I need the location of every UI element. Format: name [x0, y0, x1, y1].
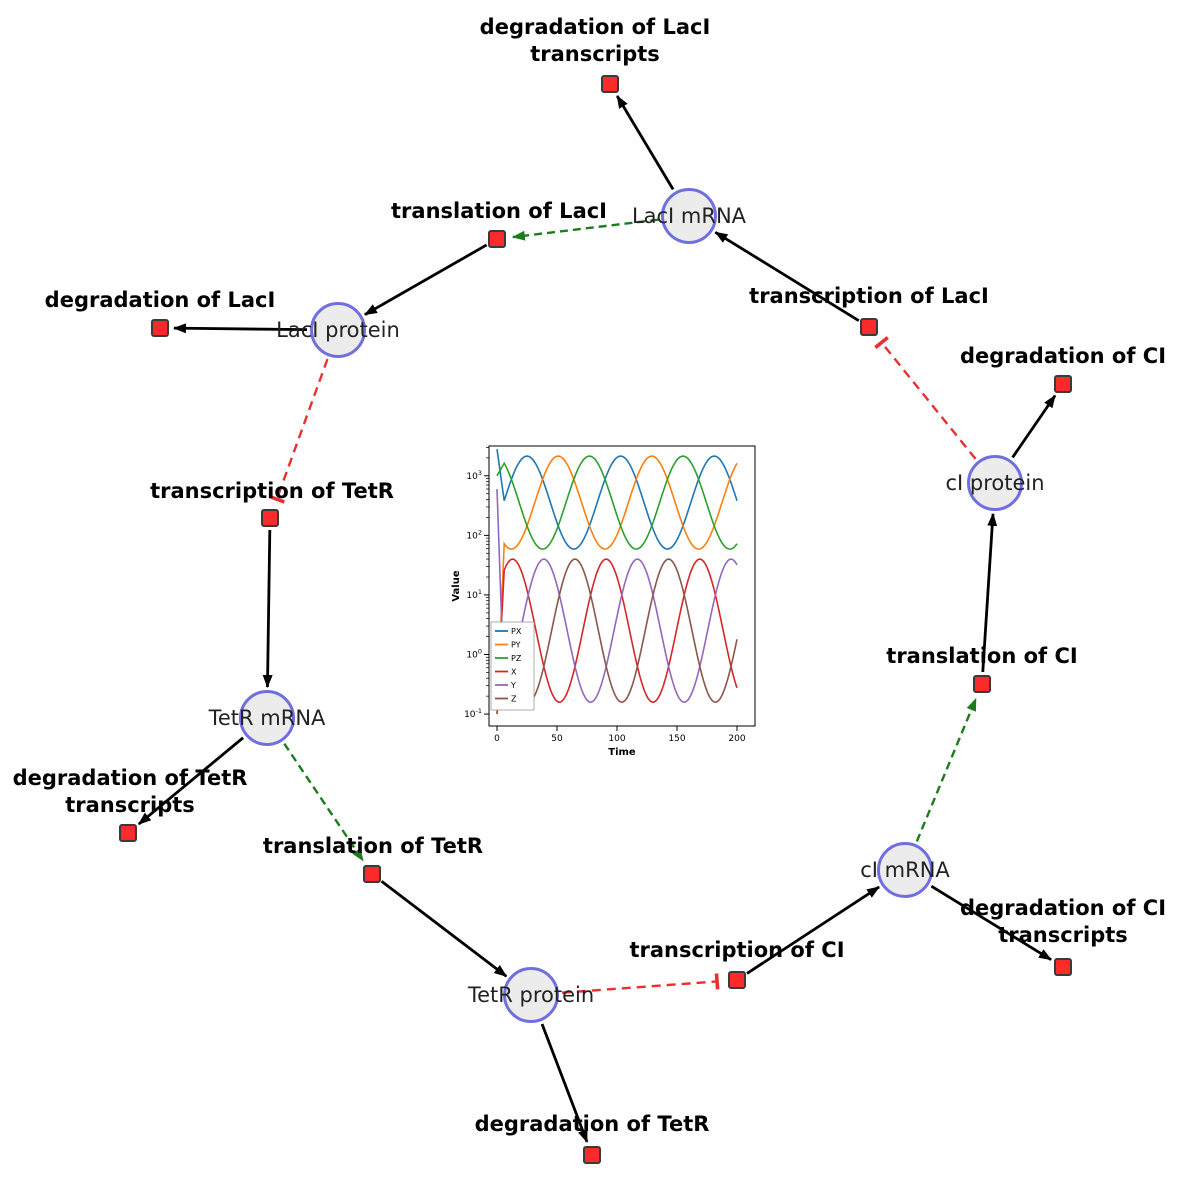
reaction-node-transc_lacI[interactable]	[860, 318, 878, 336]
edge-modifier-tetR_mRNA-transl_tetR	[283, 743, 365, 862]
reaction-label-deg_tetR: degradation of TetR	[474, 1112, 710, 1136]
series-line-Y	[496, 488, 738, 704]
reaction-node-deg_lacI[interactable]	[151, 319, 169, 337]
reaction-node-transl_cI[interactable]	[973, 675, 991, 693]
reaction-node-transl_tetR[interactable]	[363, 865, 381, 883]
reaction-node-deg_tetR[interactable]	[583, 1146, 601, 1164]
reaction-label-transc_cI: transcription of CI	[629, 938, 845, 962]
legend-label-PY: PY	[511, 641, 521, 650]
x-tick-label: 50	[551, 734, 563, 744]
edge-inhibition-tetR_protein-transc_cI	[561, 973, 720, 994]
chart-y-axis-label: Value	[451, 570, 462, 601]
x-tick-label: 100	[608, 734, 625, 744]
legend-label-X: X	[511, 668, 517, 677]
species-label-lacI_protein: LacI protein	[276, 318, 400, 342]
reaction-label-transl_cI: translation of CI	[886, 644, 1078, 668]
series-line-PY	[496, 455, 738, 715]
edge-modifier-lacI_mRNA-transl_lacI	[511, 218, 659, 241]
edge-consumption-lacI_mRNA-deg_lacI_tr	[615, 95, 675, 191]
series-line-PX	[496, 448, 738, 550]
reaction-label-deg_cI: degradation of CI	[959, 344, 1167, 368]
chart-x-axis-label: Time	[608, 747, 636, 758]
reaction-node-deg_cI_tr[interactable]	[1054, 958, 1072, 976]
edge-production-transc_cI-cI_mRNA	[746, 885, 880, 975]
series-line-X	[496, 558, 738, 710]
reaction-node-deg_cI[interactable]	[1054, 375, 1072, 393]
legend-label-PX: PX	[511, 627, 522, 636]
chart-legend	[490, 621, 535, 711]
species-label-tetR_mRNA: TetR mRNA	[208, 706, 326, 730]
species-label-lacI_mRNA: LacI mRNA	[631, 204, 747, 228]
reaction-node-transc_tetR[interactable]	[261, 509, 279, 527]
legend-label-Z: Z	[511, 695, 517, 704]
reaction-node-transc_cI[interactable]	[728, 971, 746, 989]
reaction-label-deg_lacI: degradation of LacI	[44, 288, 276, 312]
species-node-cI_mRNA[interactable]	[877, 842, 933, 898]
series-line-Z	[496, 558, 738, 715]
x-tick-label: 200	[728, 734, 745, 744]
edge-production-transl_cI-cI_protein	[981, 512, 998, 673]
edge-production-transl_lacI-lacI_protein	[364, 243, 488, 316]
edge-consumption-tetR_mRNA-deg_tetR_tr	[137, 736, 245, 826]
edge-inhibition-lacI_protein-transc_tetR	[268, 358, 329, 504]
y-tick-label: 101	[466, 588, 482, 601]
reaction-label-transl_tetR: translation of TetR	[262, 834, 484, 858]
reaction-label-transl_lacI: translation of LacI	[391, 199, 607, 223]
edge-production-transl_tetR-tetR_protein	[380, 880, 508, 978]
edge-consumption-lacI_protein-deg_lacI	[172, 323, 308, 334]
y-tick-label: 102	[466, 528, 482, 541]
reaction-node-deg_lacI_tr[interactable]	[601, 75, 619, 93]
legend-label-Y: Y	[510, 681, 516, 690]
species-node-lacI_protein[interactable]	[310, 302, 366, 358]
species-node-tetR_mRNA[interactable]	[239, 690, 295, 746]
species-label-cI_protein: cI protein	[945, 471, 1045, 495]
reaction-label-transc_lacI: transcription of LacI	[749, 284, 989, 308]
legend-label-PZ: PZ	[511, 654, 522, 663]
edge-production-transc_tetR-tetR_mRNA	[262, 529, 273, 689]
reaction-node-deg_tetR_tr[interactable]	[119, 824, 137, 842]
reaction-node-transl_lacI[interactable]	[488, 230, 506, 248]
x-tick-label: 150	[668, 734, 685, 744]
y-tick-label: 100	[466, 648, 482, 661]
reaction-label-transc_tetR: transcription of TetR	[150, 479, 394, 503]
species-node-tetR_protein[interactable]	[503, 967, 559, 1023]
series-line-PZ	[496, 455, 738, 550]
edge-inhibition-cI_protein-transc_lacI	[874, 336, 977, 460]
species-label-cI_mRNA: cI mRNA	[860, 858, 950, 882]
edge-consumption-tetR_protein-deg_tetR	[540, 1023, 589, 1143]
edge-consumption-cI_mRNA-deg_cI_tr	[930, 885, 1052, 961]
x-tick-label: 0	[494, 734, 500, 744]
species-node-cI_protein[interactable]	[967, 455, 1023, 511]
y-tick-label: 10-1	[464, 707, 482, 720]
edge-production-transc_lacI-lacI_mRNA	[714, 231, 860, 322]
species-label-tetR_protein: TetR protein	[467, 983, 595, 1007]
y-tick-label: 103	[466, 469, 482, 482]
species-node-lacI_mRNA[interactable]	[661, 188, 717, 244]
edge-modifier-cI_mRNA-transl_cI	[915, 697, 977, 842]
edge-consumption-cI_protein-deg_cI	[1011, 394, 1057, 459]
